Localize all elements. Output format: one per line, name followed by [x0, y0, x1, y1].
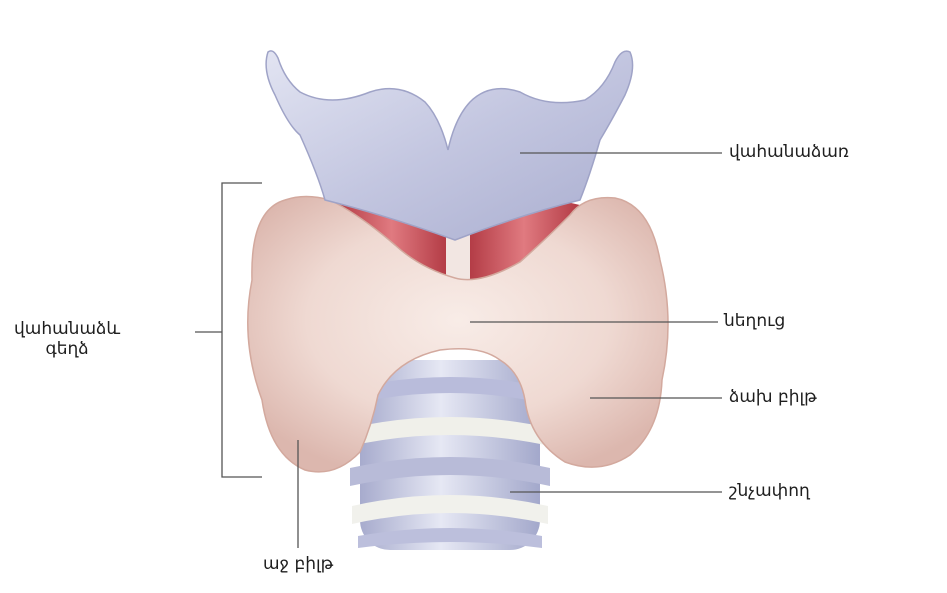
- label-trachea: շնչափող: [729, 482, 810, 502]
- label-thyroid-gland-line2: գեղձ: [14, 340, 120, 360]
- label-thyroid-cartilage: վահանաձառ: [729, 143, 849, 163]
- label-left-lobe: ձախ բիլթ: [729, 388, 817, 408]
- label-isthmus: նեղուց: [724, 312, 785, 332]
- label-thyroid-gland: վահանաձև գեղձ: [14, 320, 120, 359]
- label-right-lobe: աջ բիլթ: [263, 555, 333, 575]
- label-thyroid-gland-line1: վահանաձև: [14, 320, 120, 340]
